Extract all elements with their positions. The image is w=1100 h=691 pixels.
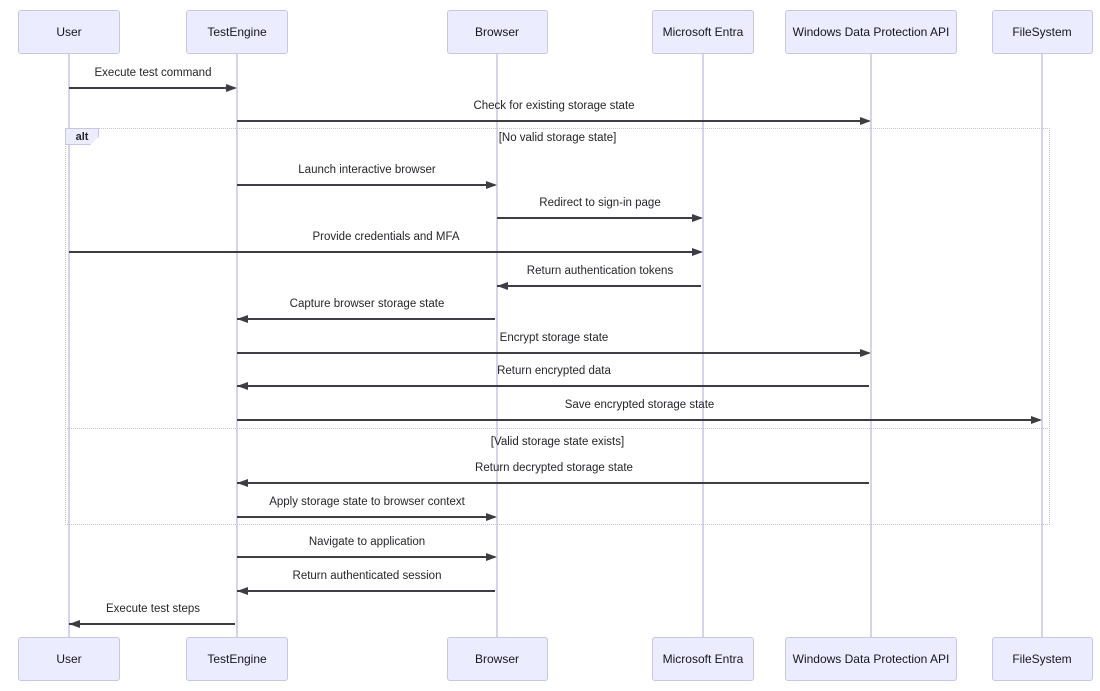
lifeline-filesystem <box>1041 53 1043 638</box>
message-line <box>237 385 869 387</box>
actor-testengine-bottom: TestEngine <box>186 637 288 681</box>
alt-frame-tag: alt <box>65 128 99 145</box>
message-line <box>497 285 701 287</box>
actor-user-bottom: User <box>18 637 120 681</box>
arrowhead-right-icon <box>860 116 871 125</box>
arrowhead-right-icon <box>486 552 497 561</box>
arrowhead-right-icon <box>860 348 871 357</box>
message-line <box>69 623 235 625</box>
message-line <box>237 419 1040 421</box>
message-label: Return authentication tokens <box>526 265 674 277</box>
arrowhead-right-icon <box>692 213 703 222</box>
actor-browser-top: Browser <box>446 10 548 54</box>
message-label: Encrypt storage state <box>499 332 609 344</box>
message-line <box>237 352 869 354</box>
message-label: Apply storage state to browser context <box>269 496 465 508</box>
arrowhead-left-icon <box>237 314 248 323</box>
arrowhead-right-icon <box>486 180 497 189</box>
message-label: Redirect to sign-in page <box>539 197 661 209</box>
alt-divider <box>65 428 1050 429</box>
arrowhead-right-icon <box>226 83 237 92</box>
arrowhead-left-icon <box>237 381 248 390</box>
actor-dpapi-bottom: Windows Data Protection API <box>785 637 957 681</box>
message-label: Launch interactive browser <box>298 164 436 176</box>
message-label: Navigate to application <box>308 536 426 548</box>
message-label: Return authenticated session <box>292 570 442 582</box>
message-line <box>237 318 495 320</box>
arrowhead-right-icon <box>486 512 497 521</box>
actor-browser-bottom: Browser <box>446 637 548 681</box>
actor-dpapi-top: Windows Data Protection API <box>785 10 957 54</box>
alt-condition-label: [No valid storage state] <box>498 132 617 144</box>
message-line <box>237 184 495 186</box>
message-label: Return encrypted data <box>497 365 611 377</box>
actor-testengine-top: TestEngine <box>186 10 288 54</box>
message-line <box>69 87 235 89</box>
message-label: Execute test steps <box>106 603 200 615</box>
message-label: Capture browser storage state <box>289 298 445 310</box>
actor-entra-top: Microsoft Entra <box>652 10 754 54</box>
message-line <box>69 251 701 253</box>
lifeline-dpapi <box>870 53 872 638</box>
arrowhead-right-icon <box>1031 415 1042 424</box>
arrowhead-left-icon <box>237 478 248 487</box>
message-label: Save encrypted storage state <box>564 399 715 411</box>
arrowhead-left-icon <box>237 586 248 595</box>
message-line <box>237 516 495 518</box>
actor-filesystem-bottom: FileSystem <box>991 637 1093 681</box>
alt-frame <box>65 128 1050 525</box>
lifeline-testengine <box>236 53 238 638</box>
lifeline-user <box>68 53 70 638</box>
message-label: Return decrypted storage state <box>475 462 633 474</box>
arrowhead-left-icon <box>69 619 80 628</box>
message-label: Execute test command <box>94 67 212 79</box>
message-line <box>237 120 869 122</box>
message-label: Provide credentials and MFA <box>312 231 460 243</box>
alt-condition-label: [Valid storage state exists] <box>490 436 625 448</box>
actor-entra-bottom: Microsoft Entra <box>652 637 754 681</box>
message-line <box>237 482 869 484</box>
lifeline-browser <box>496 53 498 638</box>
arrowhead-right-icon <box>692 247 703 256</box>
message-line <box>237 556 495 558</box>
lifeline-entra <box>702 53 704 638</box>
actor-user-top: User <box>18 10 120 54</box>
message-line <box>237 590 495 592</box>
actor-filesystem-top: FileSystem <box>991 10 1093 54</box>
arrowhead-left-icon <box>497 281 508 290</box>
message-line <box>497 217 701 219</box>
message-label: Check for existing storage state <box>473 100 635 112</box>
